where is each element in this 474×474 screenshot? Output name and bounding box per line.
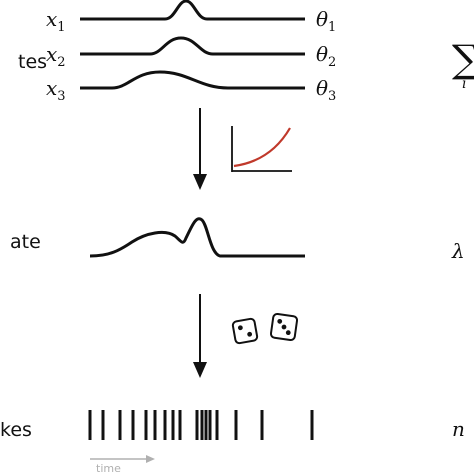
time-arrow: time — [90, 455, 155, 474]
input-trace-3 — [80, 70, 305, 90]
input-row-1: x1 θ1 — [46, 0, 336, 35]
input-row-2: x2 θ2 — [46, 36, 336, 70]
input-trace-1 — [80, 0, 305, 21]
sum-index: i — [462, 76, 466, 92]
count-symbol: n — [452, 417, 465, 441]
input-symbol-1: x1 — [46, 7, 66, 35]
param-symbol-1: θ1 — [316, 7, 336, 35]
spike-raster — [88, 410, 314, 440]
input-symbol-3: x3 — [46, 76, 66, 104]
die-three — [269, 312, 299, 342]
arrow-down-2 — [193, 294, 207, 378]
param-symbol-2: θ2 — [316, 42, 336, 70]
input-trace-2 — [80, 36, 305, 56]
exponential-curve-icon — [231, 126, 292, 172]
firing-rate-trace — [89, 217, 305, 258]
sum-symbol: ∑ — [452, 37, 474, 81]
input-row-3: x3 θ3 — [46, 70, 336, 104]
die-two — [231, 317, 259, 345]
input-symbol-2: x2 — [46, 42, 66, 70]
dice-icon — [231, 312, 299, 345]
label-spikes: kes — [0, 419, 32, 441]
label-rate: ate — [10, 231, 41, 253]
label-states: tes — [18, 51, 47, 73]
time-axis-label: time — [96, 462, 121, 474]
rate-symbol: λ — [451, 239, 465, 263]
arrow-down-1 — [193, 108, 207, 190]
param-symbol-3: θ3 — [316, 76, 336, 104]
